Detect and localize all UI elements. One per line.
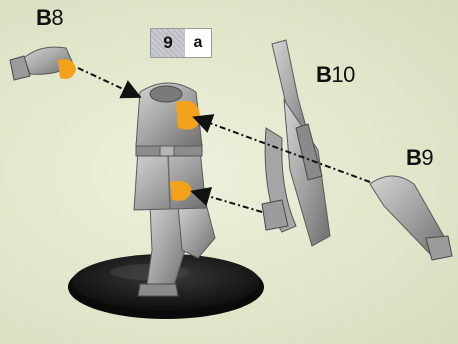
step-number: 9: [151, 29, 185, 57]
assembly-arrows: [78, 68, 370, 212]
part-label-number: 8: [51, 5, 63, 30]
part-b9-arm: [370, 176, 452, 260]
part-label-b9: B9: [406, 145, 433, 171]
part-label-number: 9: [421, 145, 433, 170]
part-label-letter: B: [316, 62, 331, 87]
part-label-b8: B8: [36, 5, 63, 31]
part-label-b10: B10: [316, 62, 355, 88]
part-label-letter: B: [406, 145, 421, 170]
step-indicator: 9 a: [150, 28, 212, 58]
part-label-letter: B: [36, 5, 51, 30]
part-b8-arm: [10, 47, 76, 80]
part-label-number: 10: [331, 62, 354, 87]
step-sub-letter: a: [185, 29, 211, 57]
